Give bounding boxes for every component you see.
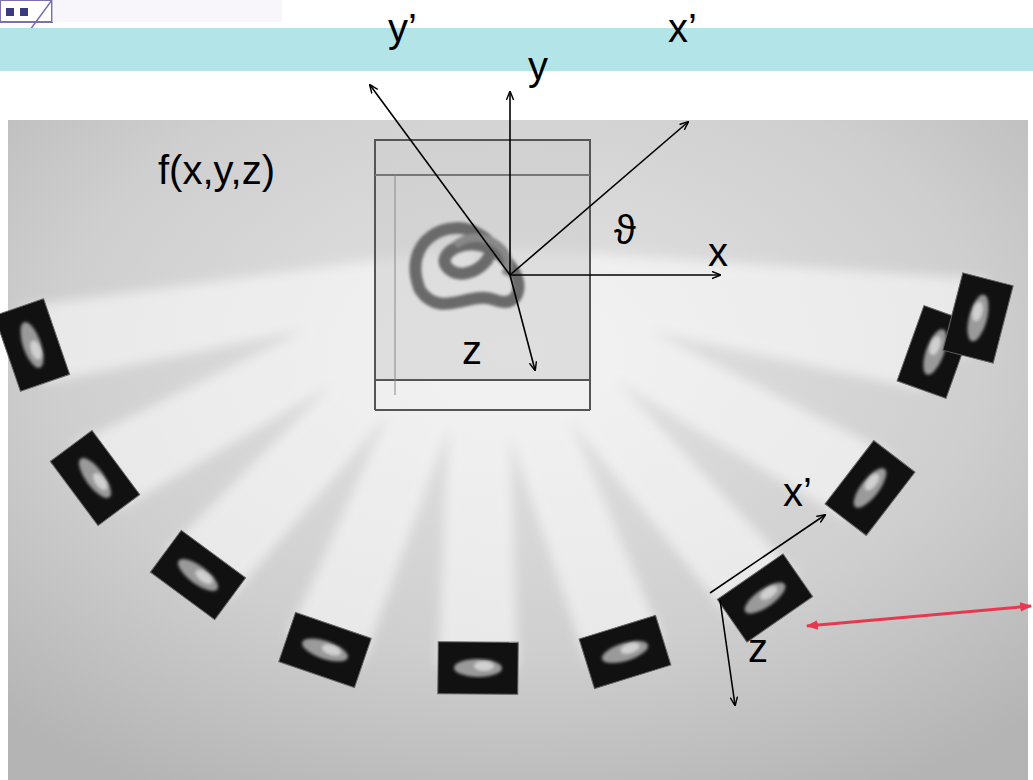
projection-tile [943,273,1013,363]
photo [0,120,1028,780]
projection-tile [438,642,518,695]
projection-tile [279,612,372,687]
axes [370,85,825,705]
distance-arrow [807,606,1031,626]
projection-tile [579,615,671,688]
axis-label: ϑ [614,210,636,250]
title-band [0,28,1033,71]
axis-label: y [528,46,548,86]
axis-label: z [462,330,482,370]
function-label: f(x,y,z) [158,150,275,190]
projection-tile [0,299,70,392]
axis-label: x’ [668,8,697,48]
logo-fragment [0,0,282,30]
axis-label: y’ [388,8,417,48]
axis-label: x’ [783,472,812,512]
projection-tile [825,440,915,535]
axis-label: x [708,232,728,272]
projection-tile [150,530,245,619]
projection-tile [50,430,139,525]
axis-label: z [748,628,768,668]
